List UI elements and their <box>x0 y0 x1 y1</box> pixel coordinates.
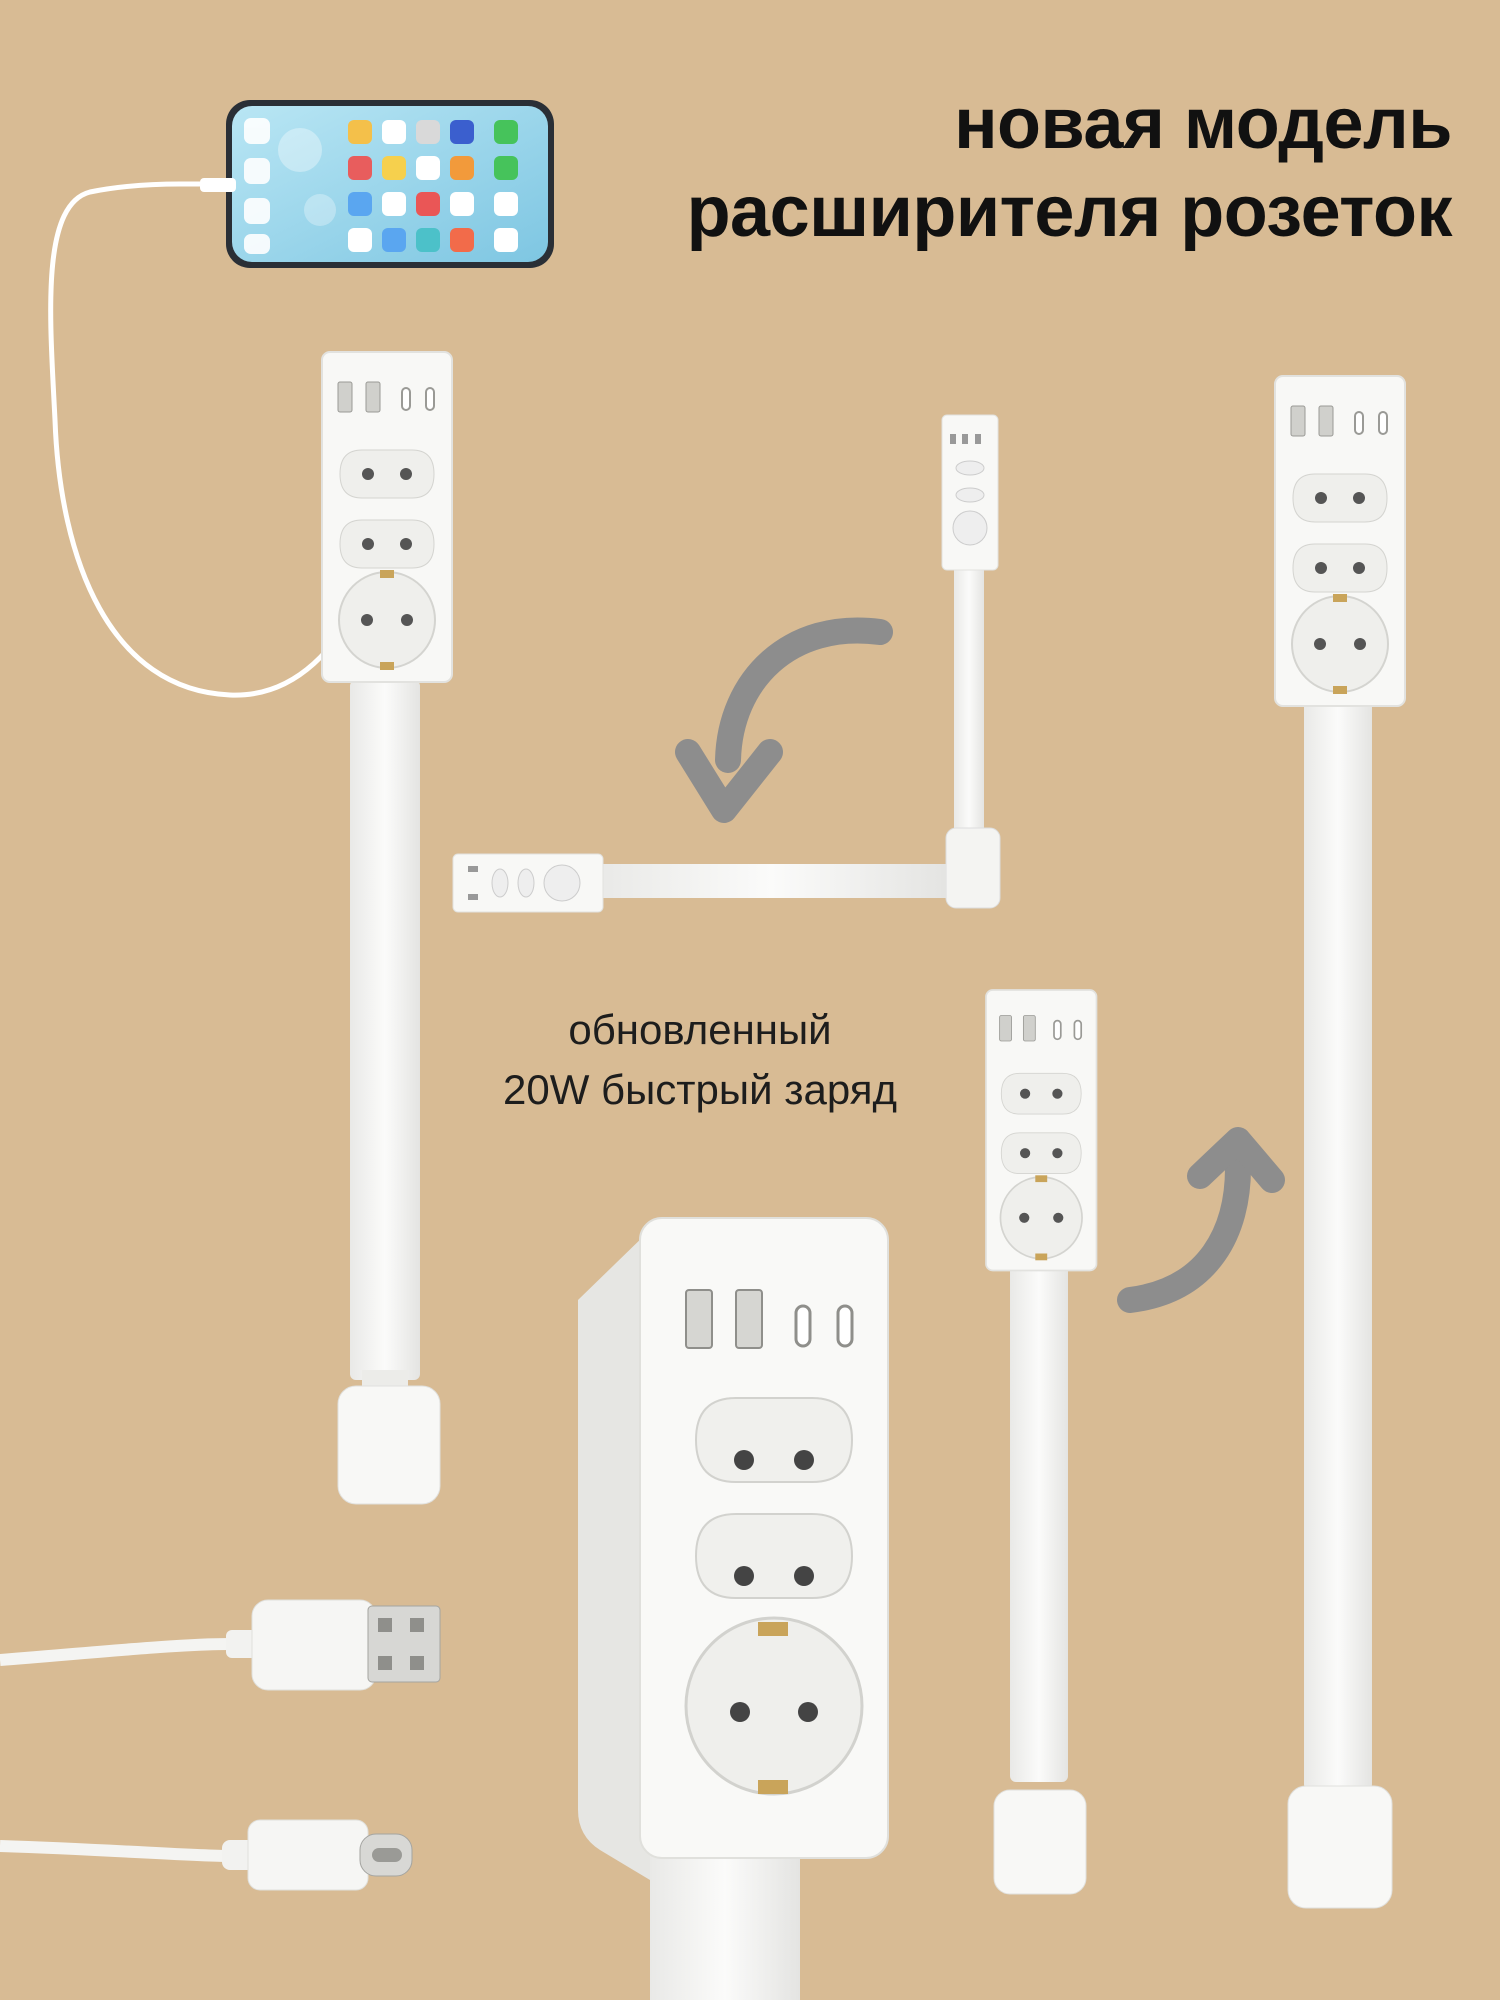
feature-caption: обновленный 20W быстрый заряд <box>470 1000 930 1120</box>
power-strip-icon <box>1274 375 1406 1909</box>
charging-cable <box>48 181 373 698</box>
power-strip-icon <box>578 1217 889 2000</box>
power-strip-icon <box>985 989 1098 1895</box>
power-strip-icon <box>452 414 1001 913</box>
smartphone-icon <box>226 100 554 268</box>
headline-line-1: новая модель <box>954 84 1452 164</box>
feature-caption-line-2: 20W быстрый заряд <box>503 1066 897 1113</box>
curved-arrow-icon <box>715 617 893 773</box>
headline-line-2: расширителя розеток <box>686 172 1453 252</box>
usb-c-plug-icon <box>0 1819 413 1891</box>
headline: новая модель расширителя розеток <box>552 80 1453 256</box>
feature-caption-line-1: обновленный <box>568 1006 832 1053</box>
curved-arrow-icon <box>1117 1155 1251 1313</box>
power-strip-icon <box>321 351 453 1505</box>
usb-a-plug-icon <box>0 1599 441 1691</box>
